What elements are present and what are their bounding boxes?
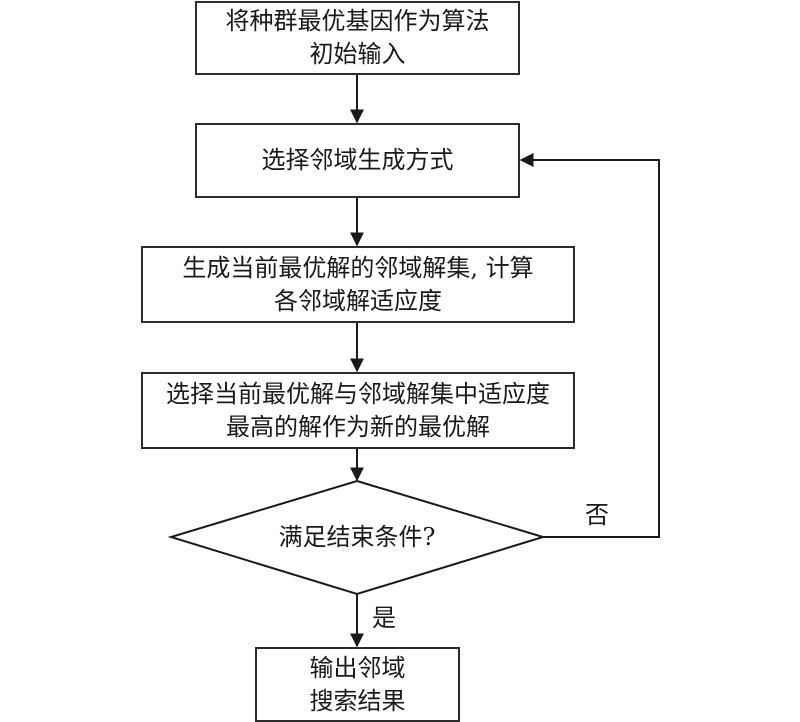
step-init-line-1: 将种群最优基因作为算法 — [225, 7, 490, 35]
branch-yes-label: 是 — [372, 604, 396, 632]
step-init-line-2: 初始输入 — [309, 40, 406, 68]
branch-no-label: 否 — [585, 501, 609, 529]
arrow-decision-no-loop — [519, 153, 660, 538]
step-update-best-box: 选择当前最优解与邻域解集中适应度 最高的解作为新的最优解 — [141, 372, 575, 449]
step-output-line-2: 搜索结果 — [309, 686, 406, 715]
step-output-line-1: 输出邻域 — [309, 653, 406, 682]
step-output-box: 输出邻域 搜索结果 — [255, 647, 460, 722]
step-update-best-line-1: 选择当前最优解与邻域解集中适应度 — [166, 379, 550, 408]
decision-text: 满足结束条件? — [278, 523, 436, 551]
step-select-neighborhood-box: 选择邻域生成方式 — [195, 123, 520, 198]
step-generate-neighbors-box: 生成当前最优解的邻域解集, 计算 各邻域解适应度 — [141, 246, 575, 323]
step-select-neighborhood-line-1: 选择邻域生成方式 — [261, 146, 454, 174]
step-generate-neighbors-line-1: 生成当前最优解的邻域解集, 计算 — [182, 253, 534, 282]
step-generate-neighbors-line-2: 各邻域解适应度 — [274, 286, 442, 315]
step-init-box: 将种群最优基因作为算法 初始输入 — [195, 1, 520, 75]
step-update-best-line-2: 最高的解作为新的最优解 — [226, 412, 490, 441]
